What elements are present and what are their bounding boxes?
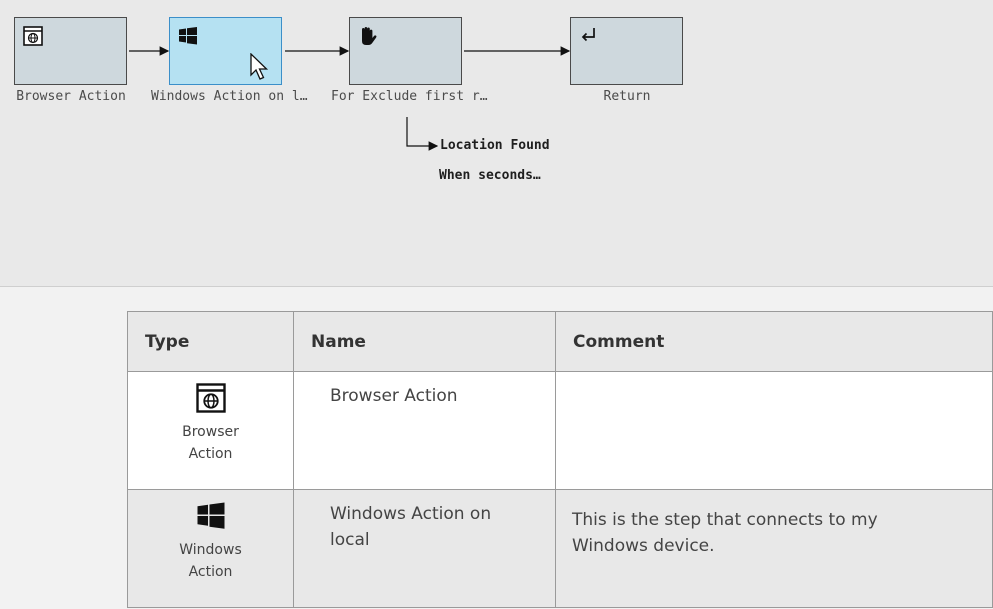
flow-node-browser-action[interactable] <box>14 17 127 85</box>
step-comment: This is the step that connects to my Win… <box>572 510 878 556</box>
table-row[interactable]: Windows Action Windows Action on local T… <box>127 489 993 608</box>
branch-connector <box>406 117 439 151</box>
windows-logo-icon <box>197 502 224 529</box>
mouse-cursor-icon <box>250 53 269 80</box>
type-label: Browser Action <box>182 424 239 462</box>
table-row[interactable]: Browser Action Browser Action <box>127 371 993 490</box>
flow-node-label: Windows Action on l… <box>151 89 308 104</box>
column-header-comment[interactable]: Comment <box>555 311 993 372</box>
browser-globe-icon <box>23 26 43 46</box>
comment-cell: This is the step that connects to my Win… <box>555 489 993 608</box>
flow-node-windows-action[interactable] <box>169 17 282 85</box>
flow-node-for-exclude[interactable] <box>349 17 462 85</box>
branch-condition: When seconds… <box>439 168 541 183</box>
flow-node-label: Return <box>603 89 651 104</box>
flow-canvas[interactable]: Browser Action Windows Action on l… For … <box>0 0 993 287</box>
windows-logo-icon <box>179 27 197 45</box>
browser-globe-icon <box>195 383 226 413</box>
column-header-name[interactable]: Name <box>293 311 556 372</box>
type-label: Windows Action <box>179 542 242 580</box>
branch-label[interactable]: Location Found <box>440 138 550 153</box>
name-cell: Browser Action <box>293 371 556 490</box>
type-cell: Windows Action <box>127 489 294 608</box>
table-header-row: Type Name Comment <box>127 311 993 372</box>
flow-node-return[interactable] <box>570 17 683 85</box>
comment-cell <box>555 371 993 490</box>
flow-node-label: For Exclude first r… <box>331 89 488 104</box>
column-header-type[interactable]: Type <box>127 311 294 372</box>
step-name: Windows Action on local <box>330 504 492 550</box>
name-cell: Windows Action on local <box>293 489 556 608</box>
step-name: Browser Action <box>330 386 458 406</box>
steps-table: Type Name Comment Browser Action Browser… <box>127 311 993 608</box>
type-cell: Browser Action <box>127 371 294 490</box>
step-comment <box>557 373 991 389</box>
hand-stop-icon <box>362 27 377 45</box>
return-arrow-icon <box>581 28 595 42</box>
flow-node-label: Browser Action <box>16 89 126 104</box>
